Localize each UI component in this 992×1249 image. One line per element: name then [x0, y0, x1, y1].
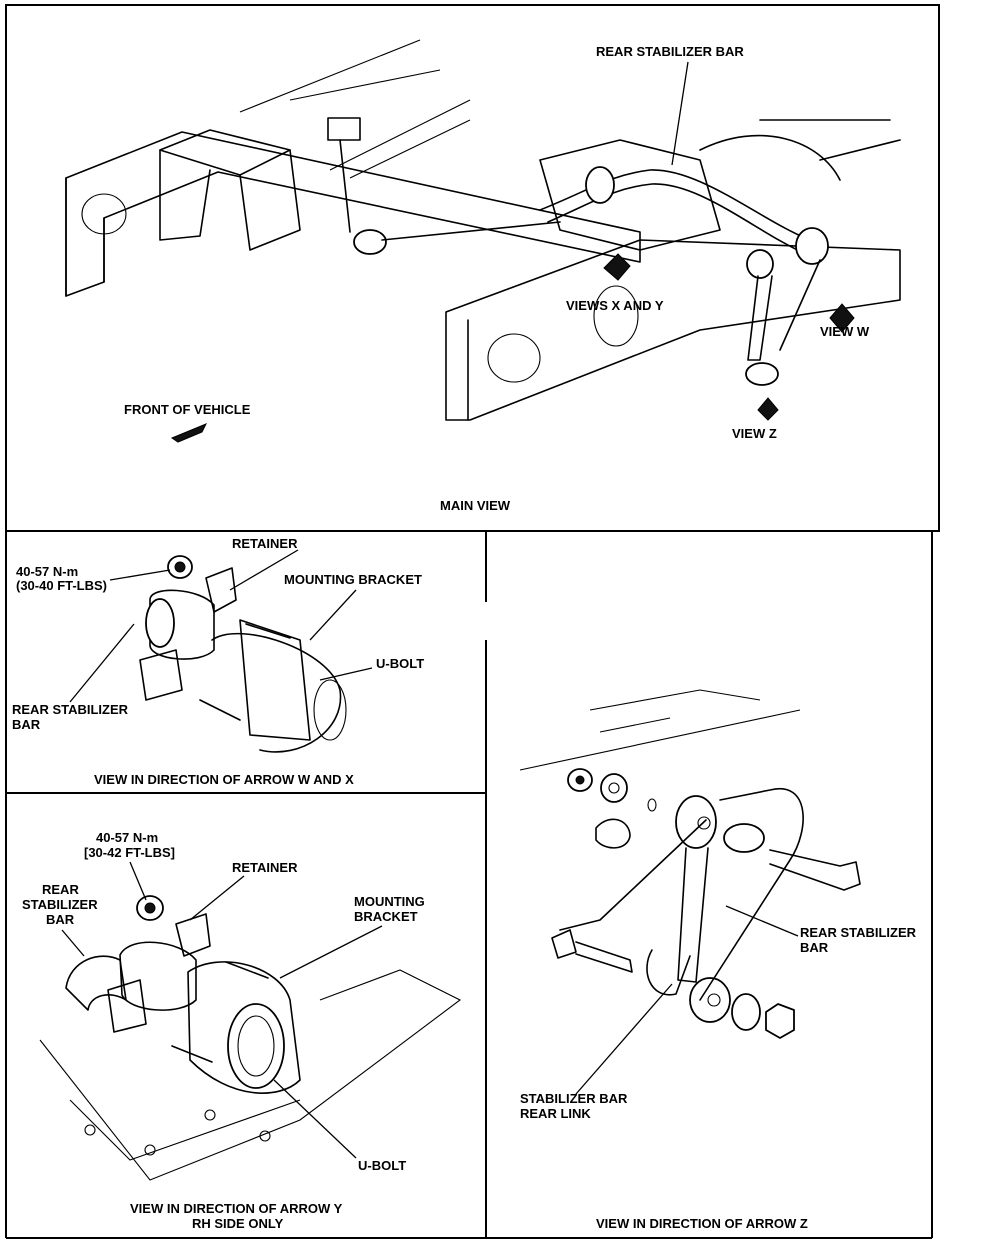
z-label-stabilizer-bar: STABILIZER BAR	[520, 1091, 628, 1106]
z-upper-bushing	[675, 795, 717, 849]
z-label-rear-stabilizer: REAR STABILIZER	[800, 925, 917, 940]
bar-bushing-left	[585, 166, 615, 204]
frame-rail-left	[65, 131, 641, 297]
wx-label-u-bolt: U-BOLT	[376, 656, 424, 671]
axle-tube	[211, 632, 342, 753]
y-label-torque-nm: 40-57 N-m	[96, 830, 158, 845]
z-lower-nut-icon	[765, 1003, 795, 1039]
wx-label-rear-stabilizer: REAR STABILIZER	[12, 702, 129, 717]
y-caption-line-2: RH SIDE ONLY	[192, 1216, 284, 1231]
y-label-retainer: RETAINER	[232, 860, 298, 875]
z-caption: VIEW IN DIRECTION OF ARROW Z	[596, 1216, 808, 1231]
z-label-rear-link: REAR LINK	[520, 1106, 591, 1121]
axle-tube-y	[227, 1003, 285, 1089]
wx-label-retainer: RETAINER	[232, 536, 298, 551]
bushing-body-y	[119, 941, 197, 1011]
wx-label-torque-nm: 40-57 N-m	[16, 564, 78, 579]
wx-caption: VIEW IN DIRECTION OF ARROW W AND X	[94, 772, 354, 787]
main-view-caption: MAIN VIEW	[440, 498, 511, 513]
y-label-bracket: BRACKET	[354, 909, 418, 924]
wx-label-mounting-bracket: MOUNTING BRACKET	[284, 572, 422, 587]
view-wx-drawing	[69, 549, 373, 753]
y-label-u-bolt: U-BOLT	[358, 1158, 406, 1173]
view-y-drawing	[39, 861, 462, 1181]
label-view-w: VIEW W	[820, 324, 870, 339]
view-w-arrow-icon	[829, 303, 855, 333]
y-caption-line-1: VIEW IN DIRECTION OF ARROW Y	[130, 1201, 343, 1216]
y-label-mounting: MOUNTING	[354, 894, 425, 909]
stabilizer-bar	[539, 169, 811, 241]
mounting-bracket-shape	[239, 619, 311, 741]
rail-hole	[81, 193, 127, 235]
rail-hole-2	[487, 333, 541, 383]
z-lower-bushing	[689, 977, 731, 1023]
bar-end	[65, 955, 127, 1011]
y-label-rear: REAR	[42, 882, 79, 897]
front-arrow-icon	[170, 423, 208, 443]
retainer-plate-y	[175, 913, 211, 957]
view-z-arrow-icon	[757, 397, 779, 421]
main-view-drawing	[65, 39, 901, 443]
label-view-z: VIEW Z	[732, 426, 777, 441]
z-washer-icon	[600, 773, 628, 803]
wx-label-bar: BAR	[12, 717, 41, 732]
y-label-bar: BAR	[46, 912, 75, 927]
bushing-body	[149, 589, 215, 660]
view-xy-arrow-icon	[603, 253, 631, 281]
retainer-plate	[205, 567, 237, 613]
y-label-torque-ftlbs: [30-42 FT-LBS]	[84, 845, 175, 860]
z-bracket	[723, 823, 765, 853]
front-link-bushing	[353, 229, 387, 255]
view-z-drawing	[519, 689, 861, 1095]
label-views-x-and-y: VIEWS X AND Y	[566, 298, 664, 313]
z-rear-link	[677, 847, 709, 983]
bar-bushing-right	[795, 227, 829, 265]
rear-link	[747, 275, 773, 361]
panel-frames	[5, 4, 940, 1239]
main-view-frame	[5, 4, 940, 532]
label-front-of-vehicle: FRONT OF VEHICLE	[124, 402, 251, 417]
z-label-bar: BAR	[800, 940, 829, 955]
frame-rail-right	[445, 239, 901, 421]
y-label-stabilizer: STABILIZER	[22, 897, 98, 912]
label-rear-stabilizer-bar: REAR STABILIZER BAR	[596, 44, 744, 59]
wx-label-torque-ftlbs: (30-40 FT-LBS)	[16, 578, 107, 593]
